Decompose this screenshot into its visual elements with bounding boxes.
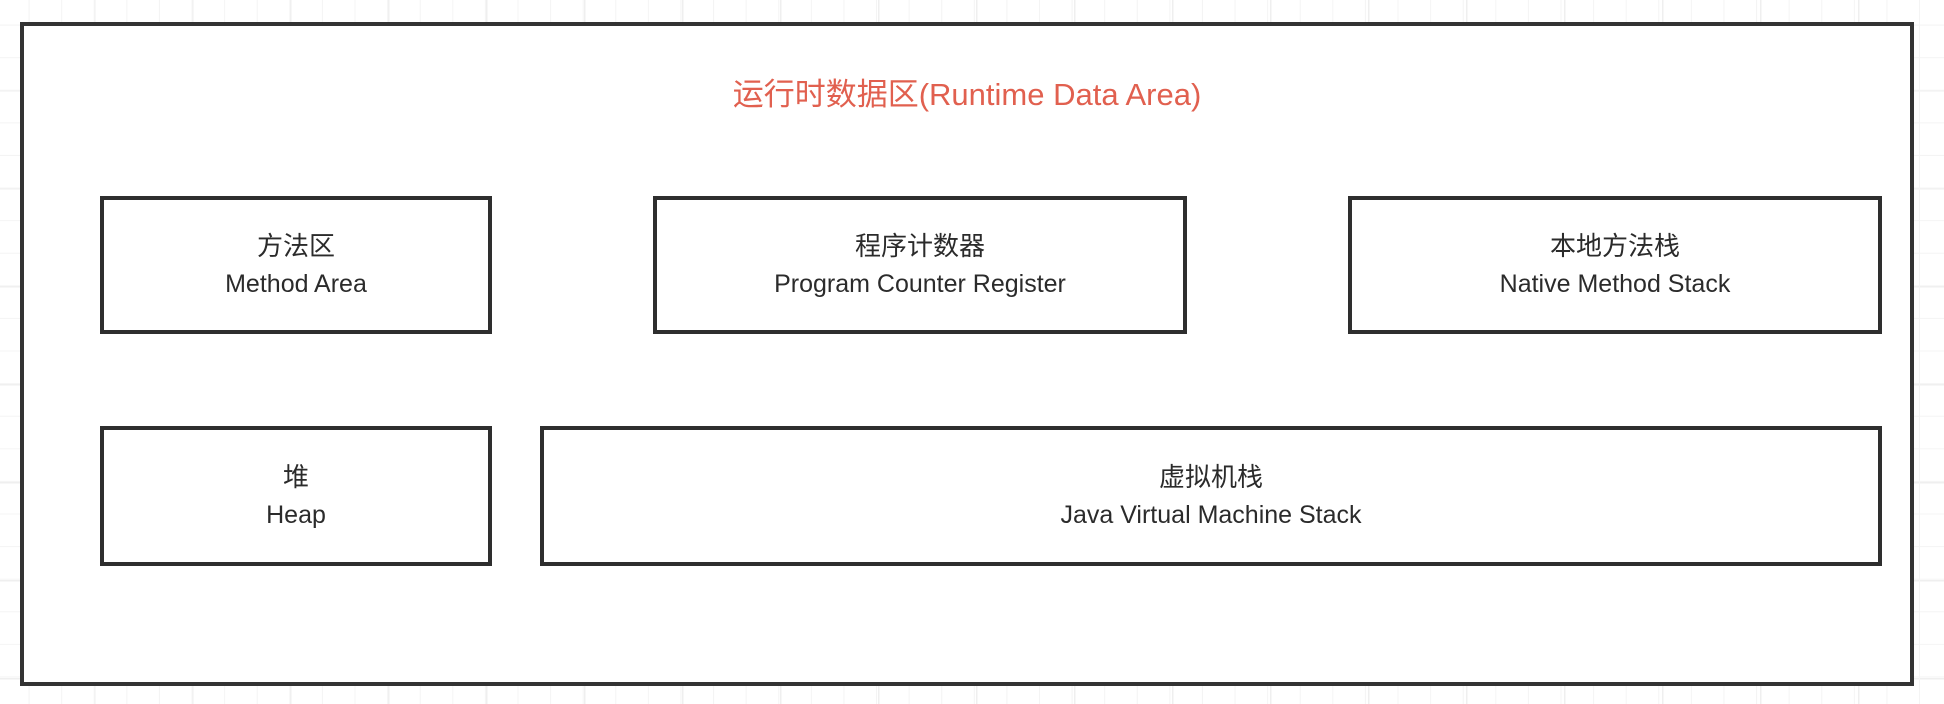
node-program-counter-register-label-cn: 程序计数器 — [854, 231, 985, 261]
node-native-method-stack-label-cn: 本地方法栈 — [1549, 231, 1680, 261]
node-java-virtual-machine-stack[interactable]: 虚拟机栈 Java Virtual Machine Stack — [540, 426, 1882, 566]
node-program-counter-register-label-en: Program Counter Register — [774, 269, 1066, 298]
node-native-method-stack-label-en: Native Method Stack — [1499, 269, 1731, 298]
node-method-area-label-cn: 方法区 — [256, 231, 335, 261]
node-java-virtual-machine-stack-label-en: Java Virtual Machine Stack — [1060, 500, 1362, 529]
runtime-data-area-frame: 运行时数据区(Runtime Data Area) 方法区 Method Are… — [20, 22, 1914, 686]
node-native-method-stack[interactable]: 本地方法栈 Native Method Stack — [1348, 196, 1882, 334]
node-program-counter-register[interactable]: 程序计数器 Program Counter Register — [653, 196, 1187, 334]
node-method-area-label-en: Method Area — [225, 269, 367, 298]
node-heap-label-cn: 堆 — [282, 462, 309, 492]
node-method-area[interactable]: 方法区 Method Area — [100, 196, 492, 334]
node-heap-label-en: Heap — [266, 500, 326, 529]
page-title: 运行时数据区(Runtime Data Area) — [732, 77, 1202, 112]
node-heap[interactable]: 堆 Heap — [100, 426, 492, 566]
node-java-virtual-machine-stack-label-cn: 虚拟机栈 — [1158, 462, 1263, 492]
